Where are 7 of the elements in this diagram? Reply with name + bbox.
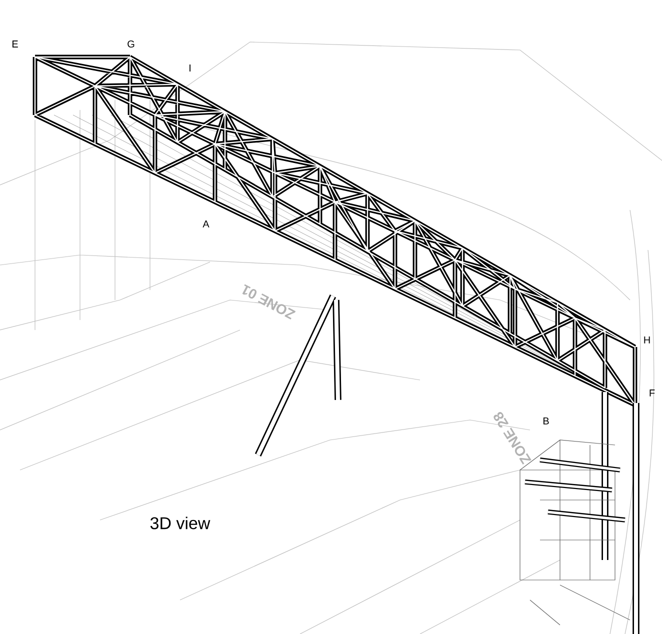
point-label: B <box>543 418 549 424</box>
point-label: A <box>202 220 210 228</box>
view-caption: 3D view <box>150 516 210 530</box>
point-label: F <box>650 390 655 396</box>
point-label: H <box>644 336 650 344</box>
point-label: E <box>12 40 18 48</box>
point-label: G <box>128 40 134 48</box>
